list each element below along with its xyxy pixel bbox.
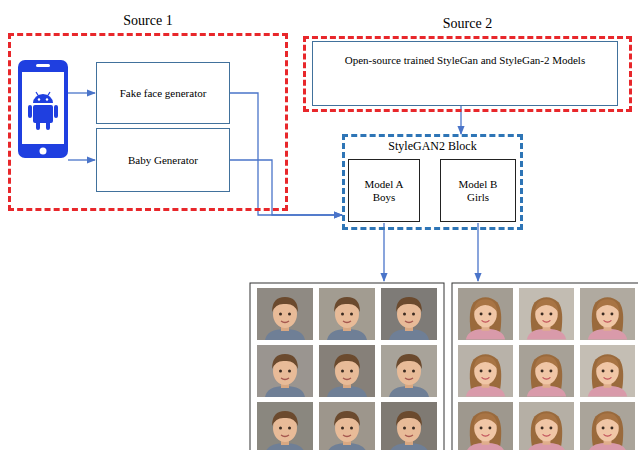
boy-face: [389, 297, 429, 340]
boy-face: [389, 354, 429, 397]
boy-face: [327, 411, 367, 450]
boys-face-grid: [250, 283, 444, 450]
source-region: Open-source trained StyleGan and StyleGa…: [303, 36, 632, 112]
region-heading: Source 1: [11, 13, 285, 29]
face-tile: [519, 288, 574, 340]
face-tile: [381, 402, 437, 450]
phone-arrow: [68, 159, 95, 160]
region-heading: Source 2: [306, 16, 629, 32]
face-tile: [257, 345, 313, 397]
process-box: Open-source trained StyleGan and StyleGa…: [312, 41, 618, 106]
face-tile: [319, 402, 375, 450]
process-box: Fake face generator: [96, 62, 230, 124]
phone-screen: [22, 72, 64, 144]
girl-face: [466, 411, 505, 450]
face-tile: [257, 288, 313, 340]
model-box: Model A Boys: [348, 159, 420, 222]
face-tile: [319, 288, 375, 340]
face-tile: [257, 402, 313, 450]
girl-face: [466, 354, 505, 396]
box-label: Fake face generator: [120, 87, 207, 100]
girl-face: [588, 297, 627, 339]
heading-holder: Source 1: [11, 13, 285, 29]
phone-icon: [18, 60, 68, 158]
phone-arrow: [68, 92, 95, 93]
output-arrow: [383, 223, 384, 281]
block-heading: StyleGAN2 Block: [345, 140, 520, 154]
face-tile: [580, 288, 635, 340]
phone-body: [18, 60, 68, 158]
model-block: Model A Boys Model B Girls StyleGAN2 Block: [342, 134, 523, 230]
girl-face: [527, 411, 566, 450]
face-tile: [319, 345, 375, 397]
process-box: Baby Generator: [96, 128, 230, 192]
boy-face: [265, 411, 305, 450]
grid-frame: [452, 283, 638, 450]
girl-face: [588, 354, 627, 396]
boy-face: [265, 297, 305, 340]
grid-frame: [250, 283, 444, 450]
girl-face: [527, 354, 566, 396]
face-tile: [458, 345, 513, 397]
heading-holder: Source 2: [306, 16, 629, 32]
model-box: Model B Girls: [440, 159, 516, 222]
phone-button: [40, 148, 47, 155]
face-tile: [381, 345, 437, 397]
face-tile: [580, 345, 635, 397]
face-tile: [458, 402, 513, 450]
face-tile: [580, 402, 635, 450]
heading-holder: StyleGAN2 Block: [345, 140, 520, 154]
face-tile: [519, 402, 574, 450]
source-region: Fake face generatorBaby GeneratorSource …: [8, 33, 288, 211]
phone-speaker: [36, 64, 50, 67]
box-label: Open-source trained StyleGan and StyleGa…: [345, 54, 585, 67]
box-label: Baby Generator: [128, 154, 198, 167]
boy-face: [327, 297, 367, 340]
girl-face: [527, 297, 566, 339]
boy-face: [327, 354, 367, 397]
box-label: Model A Boys: [361, 178, 407, 203]
girl-face: [588, 411, 627, 450]
face-tile: [519, 345, 574, 397]
boy-face: [389, 411, 429, 450]
android-logo: [28, 92, 58, 130]
boy-face: [265, 354, 305, 397]
face-tile: [381, 288, 437, 340]
output-arrow: [477, 223, 478, 281]
girl-face: [466, 297, 505, 339]
girls-face-grid: [452, 283, 638, 450]
face-tile: [458, 288, 513, 340]
box-label: Model B Girls: [455, 178, 501, 203]
